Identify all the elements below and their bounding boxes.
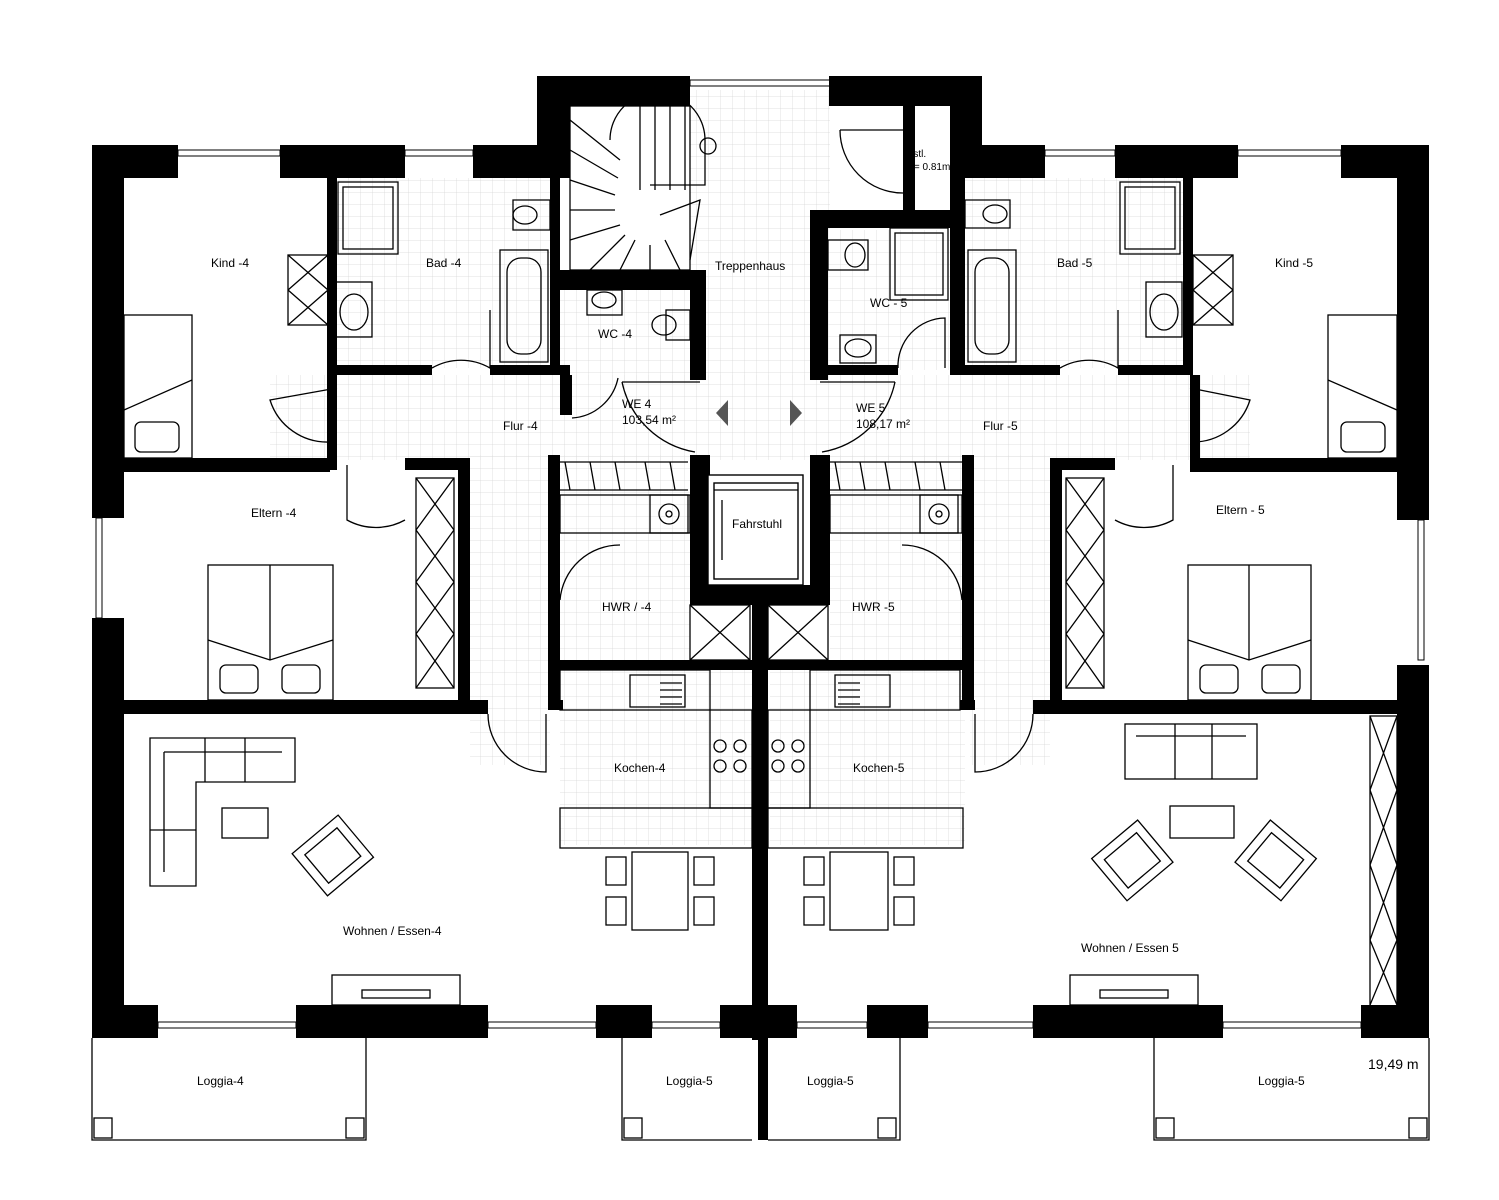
label-hwr-4: HWR / -4 bbox=[602, 600, 652, 614]
label-flur-5: Flur -5 bbox=[983, 419, 1018, 433]
label-loggia-4-right: Loggia-5 bbox=[666, 1074, 713, 1088]
walls bbox=[92, 76, 1429, 1140]
label-bad-5: Bad -5 bbox=[1057, 256, 1093, 270]
label-bad-4: Bad -4 bbox=[426, 256, 462, 270]
label-we-5: WE 5 bbox=[856, 401, 886, 415]
tiled-floors bbox=[270, 90, 1250, 845]
label-kochen-5: Kochen-5 bbox=[853, 761, 905, 775]
label-hwr-5: HWR -5 bbox=[852, 600, 895, 614]
entrance-arrows bbox=[716, 400, 802, 426]
wardrobes bbox=[287, 254, 1398, 1007]
label-we-4-area: 103,54 m² bbox=[622, 413, 676, 427]
label-loggia-4-left: Loggia-4 bbox=[197, 1074, 244, 1088]
label-wohnen-5: Wohnen / Essen 5 bbox=[1081, 941, 1179, 955]
windows bbox=[95, 79, 1425, 1029]
label-wohnen-4: Wohnen / Essen-4 bbox=[343, 924, 442, 938]
label-wc-4: WC -4 bbox=[598, 327, 632, 341]
utility-units bbox=[559, 461, 964, 849]
staircase bbox=[569, 91, 717, 271]
beds bbox=[123, 314, 1398, 701]
label-instl: Instl. bbox=[905, 149, 926, 160]
label-wc-5: WC - 5 bbox=[870, 296, 908, 310]
label-kochen-4: Kochen-4 bbox=[614, 761, 666, 775]
label-flur-4: Flur -4 bbox=[503, 419, 538, 433]
loggias bbox=[91, 1038, 1430, 1141]
bath-fixtures bbox=[335, 181, 1183, 364]
room-labels: Kind -4 Bad -4 Treppenhaus Instl. F = 0.… bbox=[197, 149, 1419, 1088]
lift bbox=[707, 474, 804, 586]
label-kind-4: Kind -4 bbox=[211, 256, 249, 270]
label-we-4: WE 4 bbox=[622, 397, 652, 411]
doors bbox=[269, 129, 1251, 773]
label-loggia-5-left: Loggia-5 bbox=[807, 1074, 854, 1088]
label-treppenhaus: Treppenhaus bbox=[715, 259, 785, 273]
label-loggia-5-right: Loggia-5 bbox=[1258, 1074, 1305, 1088]
label-kind-5: Kind -5 bbox=[1275, 256, 1313, 270]
label-fahrstuhl: Fahrstuhl bbox=[732, 517, 782, 531]
label-eltern-5: Eltern - 5 bbox=[1216, 503, 1265, 517]
living-furniture bbox=[149, 723, 1318, 1006]
dining-sets bbox=[605, 851, 915, 931]
label-we-5-area: 108,17 m² bbox=[856, 417, 910, 431]
label-dimension: 19,49 m bbox=[1368, 1056, 1419, 1072]
label-instl-area: F = 0.81m bbox=[905, 162, 950, 173]
label-eltern-4: Eltern -4 bbox=[251, 506, 297, 520]
